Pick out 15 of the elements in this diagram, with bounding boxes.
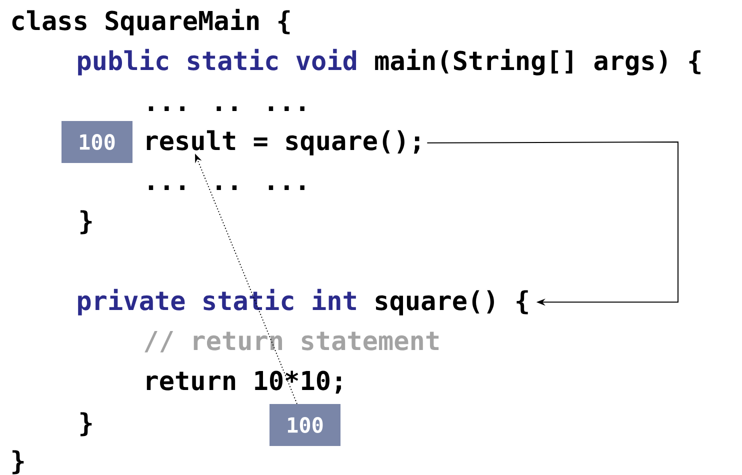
closing-brace: } xyxy=(80,412,92,436)
value-box: 100 xyxy=(62,121,132,163)
code-line: result = square(); xyxy=(146,130,420,156)
arrow xyxy=(426,142,678,306)
closing-brace: } xyxy=(80,210,92,234)
comment-line: // return statement xyxy=(144,331,439,352)
code-line: main(String[] args) { xyxy=(375,48,700,76)
ellipsis-line: ... .. ... xyxy=(148,185,304,190)
code-line: class SquareMain { xyxy=(12,8,290,36)
ellipsis-line: ... .. ... xyxy=(148,106,304,111)
closing-brace: } xyxy=(12,450,24,474)
value-box: 100 xyxy=(270,404,340,446)
code-line: return 10*10; xyxy=(146,370,341,394)
keyword-text: public static void xyxy=(78,48,356,76)
code-line: private static int square() { xyxy=(78,288,528,316)
